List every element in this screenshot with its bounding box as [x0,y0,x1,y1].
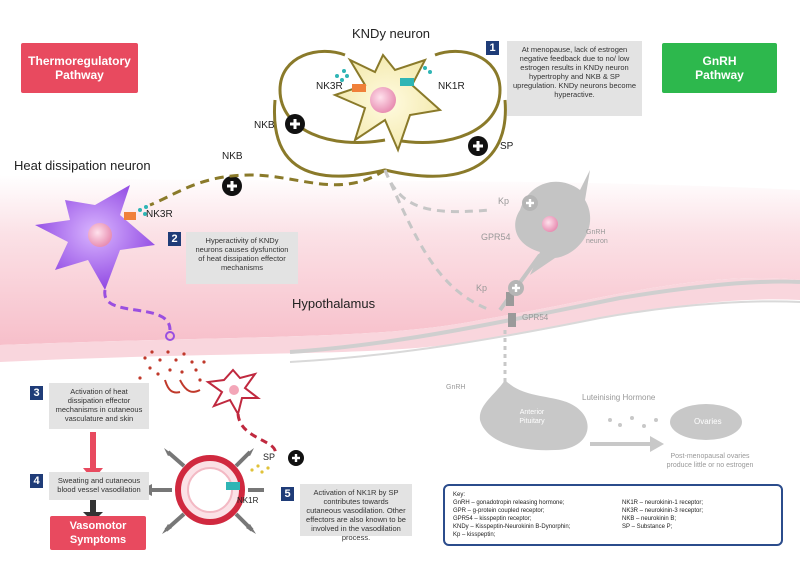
key-entry: GPR – g-protein coupled receptor; [453,508,545,514]
step-3-badge: 3 [30,386,43,400]
step-1-note: At menopause, lack of estrogen negative … [507,41,642,116]
label-nkb-mid: NKB [222,151,243,162]
hypothalamus-lower-band [0,278,800,362]
boundary-line-1 [289,279,800,354]
hypothalamus-label: Hypothalamus [292,296,376,311]
vasomotor-symptoms-label: Vasomotor Symptoms [50,516,146,550]
key-entry: NK3R – neurokinin-3 receptor; [622,508,704,514]
thermoregulatory-pathway-label: Thermoregulatory Pathway [21,43,138,93]
label-sp-vessel: SP [263,452,276,462]
key-left-column: GnRH – gonadotropin releasing hormone; GP… [453,499,604,539]
plus-icon-sp-vessel [288,450,304,466]
heat-axon [103,289,172,331]
step-2-badge: 2 [168,232,181,246]
gnrh-neuron-label: GnRH neuron [586,229,608,245]
label-nk3r-heat: NK3R [146,209,173,220]
heat-nucleus [88,223,112,247]
kndy-neuron-title: KNDy neuron [352,26,431,41]
plus-icon-nkb [285,114,305,134]
gnrh-label: GnRH [446,384,466,391]
step-4-note: Sweating and cutaneous blood vessel vaso… [49,472,149,500]
label-gpr54-top: GPR54 [481,232,511,242]
key-panel: Key: GnRH – gonadotropin releasing hormo… [443,484,783,546]
label-gpr54-bottom: GPR54 [522,313,549,322]
step-5-note: Activation of NK1R by SP contributes tow… [300,484,412,542]
kndy-to-heat-axon [149,168,386,207]
kndy-loop [278,49,386,145]
label-nk1r-top: NK1R [438,81,465,92]
label-kp-top: Kp [498,196,510,206]
ovaries-label: Ovaries [694,417,722,426]
kndy-to-gnrh-axon-2 [383,169,491,312]
gnrh-nucleus [542,216,558,232]
key-entry: NK1R – neurokinin-1 receptor; [622,500,704,506]
kndy-nucleus [370,87,396,113]
label-nkb-left: NKB [254,120,275,131]
plus-icon-nkb-mid [222,176,242,196]
step-3-note: Activation of heat dissipation effector … [49,383,149,429]
anterior-pituitary-shape [479,380,588,451]
key-entry: Kp – kisspeptin; [453,532,496,538]
ovaries-shape [670,404,742,440]
kndy-to-gnrh-axon-1 [383,169,491,214]
plus-icon-sp [468,136,488,156]
luteinising-hormone-label: Luteinising Hormone [582,393,656,402]
plus-icon-kp-top [522,195,538,211]
anterior-pituitary-label: Anterior Pituitary [519,409,545,425]
nk3r-receptor [352,84,366,92]
step-4-badge: 4 [30,474,43,488]
gnrh-pathway-label: GnRH Pathway [662,43,777,93]
key-heading: Key: [453,492,466,498]
step-2-note: Hyperactivity of KNDy neurons causes dys… [186,232,298,284]
key-right-column: NK1R – neurokinin-1 receptor; NK3R – neur… [622,499,773,539]
heat-dissipation-neuron-label: Heat dissipation neuron [14,158,151,173]
key-entry: GPR54 – kisspeptin receptor; [453,516,532,522]
nk1r-receptor [400,78,414,86]
key-entry: NKB – neurokinin B; [622,516,677,522]
key-entry: KNDy – Kisspeptin-Neurokinin B-Dynorphin… [453,524,571,530]
boundary-line-2 [289,300,800,363]
postmenopausal-label: Post-menopausal ovaries produce little o… [666,453,754,469]
label-nk1r-vessel: NK1R [237,496,259,505]
label-sp-top: SP [500,141,514,152]
step-5-badge: 5 [281,487,294,501]
plus-icon-kp-bottom [508,280,524,296]
effector-axon [236,413,277,456]
label-kp-bottom: Kp [476,283,488,293]
vasodilation-arrows [140,448,264,534]
label-nk3r-top: NK3R [316,81,343,92]
kndy-loop-right [394,49,502,145]
hypothalamus-region [0,175,800,345]
key-entry: GnRH – gonadotropin releasing hormone; [453,500,565,506]
key-entry: SP – Substance P; [622,524,673,530]
step-1-badge: 1 [486,41,499,55]
